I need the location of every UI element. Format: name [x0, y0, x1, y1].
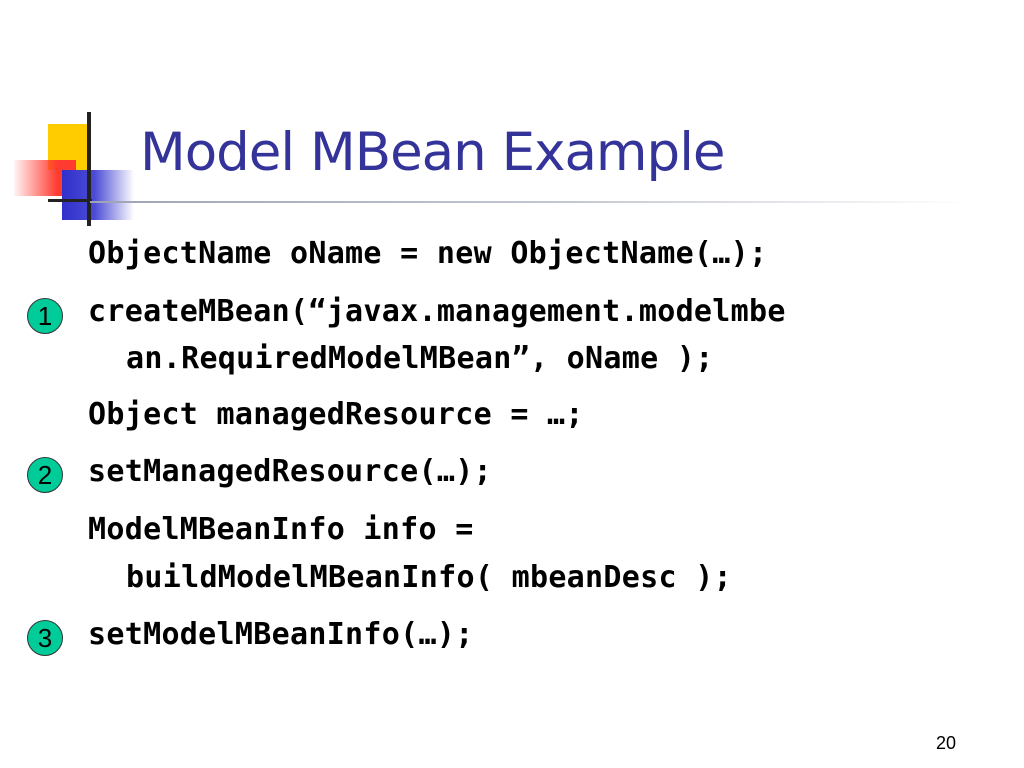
title-underline [90, 201, 970, 203]
step-badge-3: 3 [27, 620, 63, 656]
code-line-managedresource: Object managedResource = …; [88, 397, 584, 432]
code-line-buildinfo: buildModelMBeanInfo( mbeanDesc ); [126, 560, 732, 595]
decor-horizontal-line [48, 199, 92, 202]
code-line-creatembean-cont: an.RequiredModelMBean”, oName ); [126, 341, 714, 376]
decor-blue-bar [62, 170, 134, 220]
slide-title: Model MBean Example [140, 122, 726, 183]
code-line-objectname: ObjectName oName = new ObjectName(…); [88, 236, 768, 271]
step-badge-1: 1 [27, 298, 63, 334]
step-badge-2: 2 [27, 457, 63, 493]
decor-vertical-line [87, 112, 91, 226]
code-line-setmodelmbeaninfo: setModelMBeanInfo(…); [88, 617, 474, 652]
page-number: 20 [936, 733, 957, 753]
code-line-modelmbeaninfo: ModelMBeanInfo info = [88, 512, 474, 547]
code-line-creatembean: createMBean(“javax.management.modelmbe [88, 294, 786, 329]
code-line-setmanagedresource: setManagedResource(…); [88, 454, 492, 489]
